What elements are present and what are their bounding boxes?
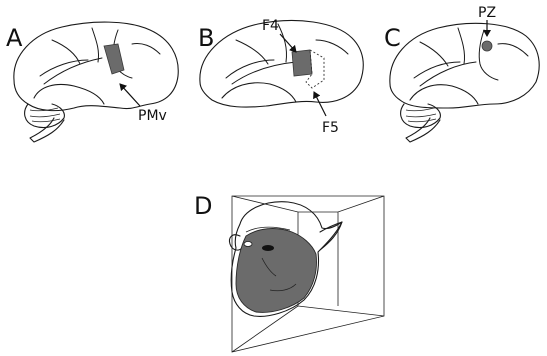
label-f4: F4 <box>262 18 279 34</box>
brain-a-intraparietal-sulcus <box>52 40 80 64</box>
brain-b-temporal-lobe <box>222 83 296 102</box>
arrow-pmv <box>120 84 140 106</box>
region-pz <box>482 41 492 51</box>
panel-d: D <box>194 192 384 352</box>
brain-a-superior-temporal-sulcus <box>40 60 88 76</box>
brain-c <box>390 23 539 142</box>
brain-c-superior-temporal-sulcus <box>414 62 460 78</box>
brain-b-principal-sulcus <box>316 40 348 54</box>
panel-a-letter: A <box>6 24 23 52</box>
brain-c-principal-sulcus <box>498 44 528 56</box>
eye-right <box>262 245 274 251</box>
panel-c: C PZ <box>384 5 539 142</box>
panel-b-letter: B <box>198 24 214 52</box>
brain-b-sylvian-fissure <box>232 62 296 84</box>
label-f5: F5 <box>322 120 339 136</box>
brain-c-arcuate-sulcus <box>479 30 498 80</box>
arrow-f4 <box>280 34 296 52</box>
brain-a-outline <box>14 22 178 111</box>
panel-a: A PMv <box>6 22 178 142</box>
region-f4 <box>292 50 312 76</box>
brain-c-central-sulcus <box>458 28 465 64</box>
arrow-f5 <box>314 92 326 116</box>
brain-b <box>200 20 363 107</box>
panel-d-letter: D <box>194 192 212 220</box>
label-pz: PZ <box>478 5 496 21</box>
brain-b-central-sulcus <box>278 24 287 62</box>
region-pmv <box>104 44 124 74</box>
brain-a-temporal-lobe <box>34 85 104 105</box>
brain-c-temporal-lobe <box>410 85 478 104</box>
brain-a-central-sulcus <box>92 28 99 62</box>
panel-c-letter: C <box>384 24 401 52</box>
brain-c-intraparietal-sulcus <box>420 42 448 66</box>
brain-a <box>14 22 178 142</box>
eye-left <box>244 242 252 247</box>
brain-c-cerebellum-folia <box>406 108 436 122</box>
panel-b: B F4 F5 <box>198 18 363 136</box>
brain-c-outline <box>390 23 539 108</box>
label-pmv: PMv <box>138 108 167 124</box>
brain-a-principal-sulcus <box>132 43 160 54</box>
